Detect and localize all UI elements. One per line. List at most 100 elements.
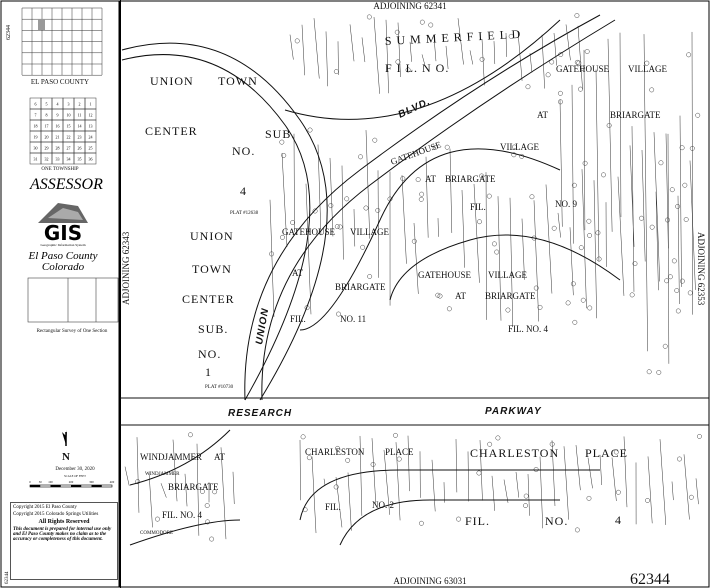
side-map-number: 62344	[6, 25, 12, 40]
label-1: 1	[205, 365, 212, 379]
section-diagram	[27, 277, 119, 323]
label-fil-5: FIL.	[325, 502, 341, 512]
label-4-2: 4	[615, 513, 622, 527]
label-at-3: AT	[292, 268, 304, 278]
scale-tick-label: 0	[29, 480, 31, 484]
label-town-2: TOWN	[192, 262, 232, 276]
road-parkway: PARKWAY	[485, 406, 542, 417]
township-section-number: 27	[67, 146, 71, 151]
label-union-2: UNION	[190, 229, 234, 243]
label-union: UNION	[150, 74, 194, 88]
label-gatehouse-2: GATEHOUSE	[389, 139, 443, 167]
label-4: 4	[240, 184, 247, 198]
township-section-number: 24	[89, 135, 93, 140]
label-summerfield-fil-no: F I L. N O.	[385, 61, 449, 75]
road-union: UNION	[254, 307, 271, 346]
township-caption: ONE TOWNSHIP	[41, 167, 78, 172]
scale-tick-label: 400	[110, 480, 115, 484]
label-briargate-1: BRIARGATE	[610, 110, 661, 120]
label-fil-3: FIL.	[290, 314, 306, 324]
township-section-number: 21	[56, 135, 60, 140]
scale-tick-label: 50	[39, 480, 43, 484]
label-briargate-2: BRIARGATE	[445, 174, 496, 184]
label-no-2: NO. 2	[372, 500, 394, 510]
township-section-number: 2	[79, 102, 81, 107]
label-at-4: AT	[455, 291, 467, 301]
scale-tick-label: 100	[48, 480, 53, 484]
label-charleston-1: CHARLESTON	[305, 447, 365, 457]
assessor-title: ASSESSOR	[30, 176, 103, 193]
township-section-number: 23	[78, 135, 82, 140]
label-gatehouse-4: GATEHOUSE	[418, 270, 472, 280]
township-section-number: 5	[46, 102, 48, 107]
map-number: 62344	[630, 571, 670, 588]
road-research: RESEARCH	[228, 408, 292, 419]
label-briargate-5: BRIARGATE	[168, 482, 219, 492]
township-section-number: 29	[45, 146, 49, 151]
township-section-number: 20	[45, 135, 49, 140]
township-section-number: 28	[56, 146, 60, 151]
township-section-number: 1	[90, 102, 92, 107]
label-charleston-2: CHARLESTON	[470, 446, 559, 460]
township-section-number: 17	[45, 124, 49, 129]
label-summerfield: S U M M E R F I E L D	[384, 27, 521, 48]
township-section-number: 25	[89, 146, 93, 151]
county-line-2: Colorado	[41, 261, 85, 273]
label-sub-2: SUB.	[198, 322, 228, 336]
township-section-number: 33	[56, 157, 60, 162]
label-no: NO.	[232, 144, 255, 158]
township-section-number: 15	[67, 124, 71, 129]
label-gatehouse-3: GATEHOUSE	[282, 227, 336, 237]
gis-logo: GIS Geographic Information System	[38, 203, 88, 247]
township-section-number: 36	[89, 157, 93, 162]
label-village-1: VILLAGE	[628, 64, 667, 74]
section-caption: Rectangular Survey of One Section	[37, 329, 108, 334]
label-at-2: AT	[425, 174, 437, 184]
copyright-1: Copyright 2015 El Paso County	[13, 505, 77, 510]
township-section-number: 18	[34, 124, 38, 129]
township-section-number: 10	[67, 113, 71, 118]
scale-tick-label: 300	[89, 480, 94, 484]
township-section-number: 35	[78, 157, 82, 162]
disclaimer: This document is prepared for internal u…	[13, 527, 112, 542]
township-section-number: 30	[34, 146, 38, 151]
label-center-2: CENTER	[182, 292, 235, 306]
north-arrow-icon	[62, 430, 67, 446]
copyright-box: Copyright 2015 El Paso County Copyright …	[10, 502, 118, 580]
adjoining-left: ADJOINING 62343	[121, 231, 131, 305]
township-section-number: 3	[68, 102, 70, 107]
township-section-number: 4	[57, 102, 59, 107]
gis-subtitle: Geographic Information System	[40, 243, 85, 247]
scale-title: SCALE OF FEET	[64, 474, 86, 478]
gis-logo-text: GIS	[44, 221, 82, 245]
scale-tick-label: 200	[69, 480, 74, 484]
roads	[120, 14, 709, 546]
county-line-1: El Paso County	[28, 250, 98, 262]
township-section-number: 16	[56, 124, 60, 129]
label-windjammer: WINDJAMMER	[140, 452, 202, 462]
label-briargate-3: BRIARGATE	[335, 282, 386, 292]
parcel-lines	[124, 13, 702, 542]
label-briargate-4: BRIARGATE	[485, 291, 536, 301]
township-section-number: 13	[89, 124, 93, 129]
road-commodore: COMMODORE	[140, 531, 173, 536]
label-place-1: PLACE	[385, 447, 414, 457]
label-place-2: PLACE	[585, 446, 628, 460]
label-at-1: AT	[537, 110, 549, 120]
label-plat-12638: PLAT #12638	[230, 211, 259, 216]
township-section-number: 12	[89, 113, 93, 118]
adjoining-top: ADJOINING 62341	[373, 1, 446, 11]
township-section-number: 26	[78, 146, 82, 151]
label-no-2: NO.	[198, 347, 221, 361]
township-section-number: 8	[46, 113, 48, 118]
label-fil-no-4: FIL. NO. 4	[508, 324, 548, 334]
road-windjammer: WINDJAMMER	[145, 472, 180, 477]
map-date: December 30, 2020	[55, 467, 95, 472]
township-section-number: 11	[78, 113, 82, 118]
copyright-2: Copyright 2015 Colorado Springs Utilitie…	[13, 512, 99, 517]
township-section-number: 34	[67, 157, 71, 162]
label-town: TOWN	[218, 74, 258, 88]
label-fil-2: FIL.	[470, 202, 486, 212]
label-village-2: VILLAGE	[500, 142, 539, 152]
